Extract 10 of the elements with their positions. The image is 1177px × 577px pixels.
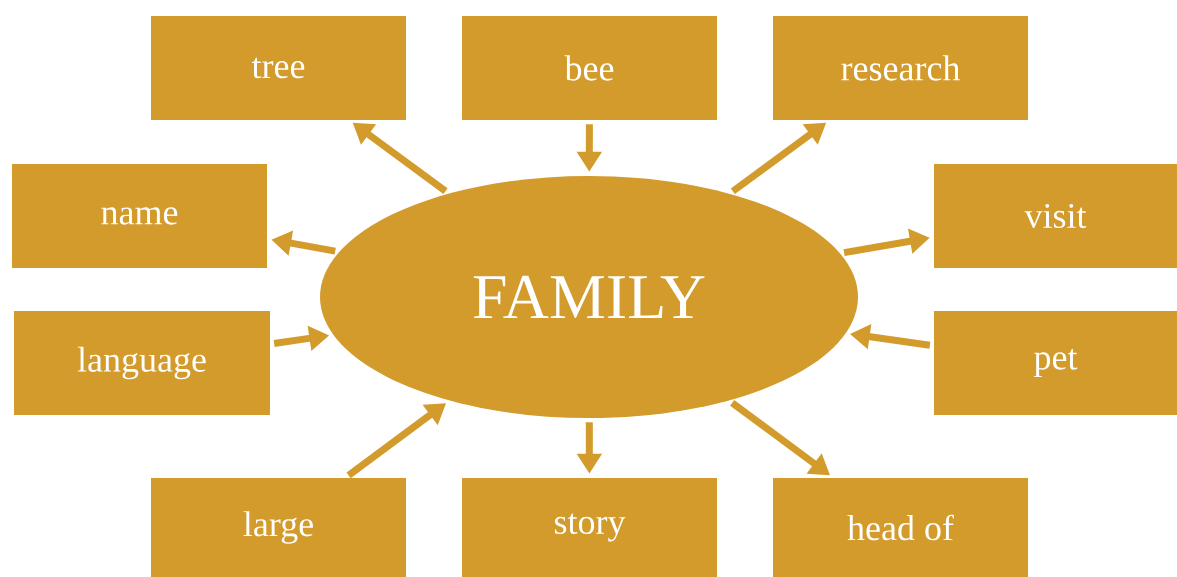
word-box: large bbox=[151, 478, 406, 577]
word-box: story bbox=[462, 478, 717, 577]
word-box: name bbox=[12, 164, 267, 268]
word-box: pet bbox=[934, 311, 1177, 415]
word-box: language bbox=[14, 311, 270, 415]
word-box: research bbox=[773, 16, 1028, 120]
word-box: tree bbox=[151, 16, 406, 120]
word-box: head of bbox=[773, 478, 1028, 577]
word-box: bee bbox=[462, 16, 717, 120]
word-box: visit bbox=[934, 164, 1177, 268]
